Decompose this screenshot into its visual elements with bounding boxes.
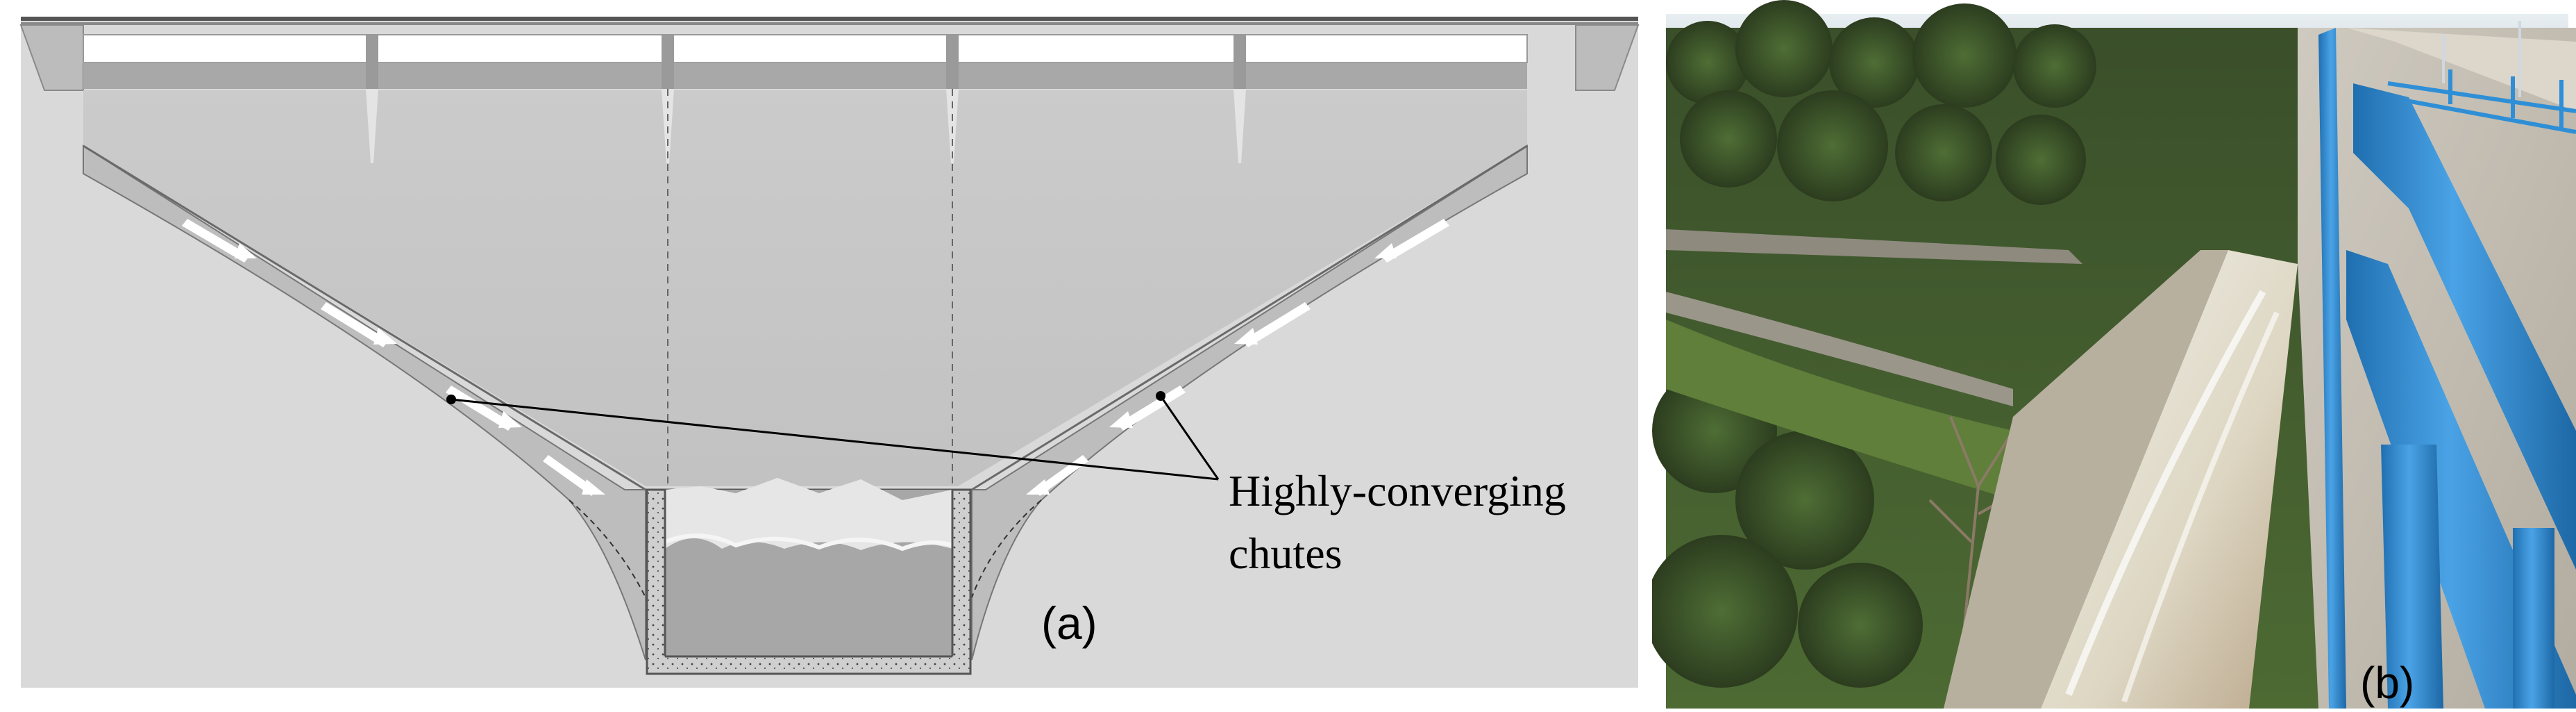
right-abutment	[1575, 24, 1640, 91]
crest-white-strip	[83, 34, 1528, 63]
foam-edge	[664, 533, 953, 552]
tree-canopy	[1645, 0, 2096, 688]
crest-grey-bar	[83, 63, 1527, 89]
crest-road-line	[21, 17, 1638, 21]
grass-slope	[1666, 320, 2013, 500]
panel-a-schematic: Highly-converging chutes (a)	[19, 17, 1640, 688]
left-chute-edge	[83, 144, 646, 491]
upper-road	[1666, 229, 2082, 264]
panel-label-b: (b)	[2360, 658, 2414, 708]
lower-road	[1666, 292, 2013, 406]
spillway-schematic: Highly-converging chutes (a)	[19, 17, 1640, 688]
lamp-posts	[2442, 21, 2521, 97]
panel-label-a: (a)	[1041, 597, 1097, 649]
spillway-photo: (b)	[1645, 0, 2576, 709]
leader-line-left	[451, 398, 1219, 481]
water-streak-2	[2121, 311, 2280, 703]
piers	[366, 35, 1246, 163]
hydraulic-jump-foam	[665, 478, 952, 550]
dam-face	[83, 90, 1527, 486]
right-chute-dash	[971, 499, 1042, 598]
annotation-line2: chutes	[1229, 529, 1342, 578]
chute-wall	[1944, 250, 2228, 709]
right-chute-edge	[971, 144, 1528, 491]
panel-b-photo: (b)	[1645, 0, 2576, 709]
right-flow-arrows	[1026, 219, 1449, 496]
far-railing	[2387, 69, 2576, 134]
right-chute	[971, 144, 1528, 661]
leader-line-right	[1159, 395, 1220, 480]
near-blue-railing	[2318, 28, 2576, 709]
left-chute-dash	[569, 499, 646, 598]
left-flow-arrows	[182, 219, 605, 496]
crest-road-shadow	[21, 22, 1638, 25]
spillway-water	[2041, 250, 2298, 709]
water-streak-1	[2065, 290, 2266, 696]
annotation-line1: Highly-converging	[1229, 466, 1566, 515]
left-chute	[83, 144, 646, 661]
